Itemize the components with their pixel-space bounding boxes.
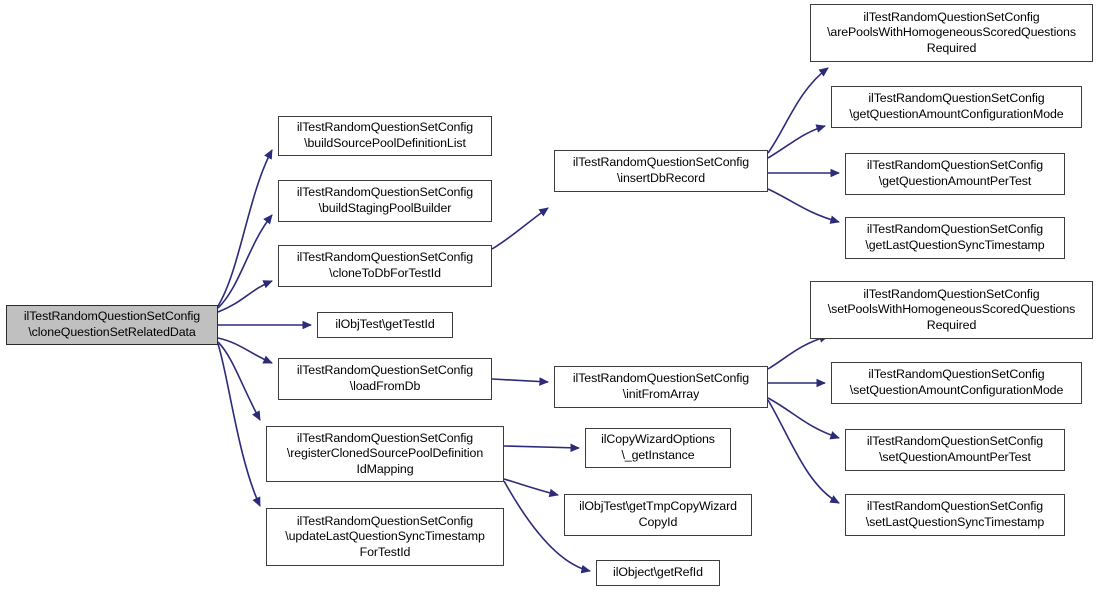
- edge-root-to-buildSourcePoolDefinitionList: [217, 149, 273, 307]
- node-label-insertDbRecord: ilTestRandomQuestionSetConfig \insertDbR…: [572, 155, 750, 185]
- node-registerClonedSourcePoolDefinitionIdMapping[interactable]: ilTestRandomQuestionSetConfig \registerC…: [266, 426, 504, 482]
- edge-root-to-registerClonedSourcePoolDefinitionIdMapping: [217, 341, 261, 421]
- edge-registerClonedSourcePoolDefinitionIdMapping-to-_getInstance: [503, 443, 580, 453]
- node-getQuestionAmountPerTest[interactable]: ilTestRandomQuestionSetConfig \getQuesti…: [845, 153, 1065, 195]
- edge-root-to-buildStagingPoolBuilder: [217, 214, 273, 309]
- edge-initFromArray-to-setPoolsWithHomogeneousScoredQuestionsRequired: [767, 334, 829, 370]
- edge-insertDbRecord-to-arePoolsWithHomogeneousScoredQuestionsRequired: [767, 67, 829, 154]
- node-label-getLastQuestionSyncTimestamp: ilTestRandomQuestionSetConfig \getLastQu…: [865, 222, 1045, 252]
- node-getQuestionAmountConfigurationMode[interactable]: ilTestRandomQuestionSetConfig \getQuesti…: [831, 86, 1082, 128]
- edge-initFromArray-to-setQuestionAmountPerTest: [767, 397, 840, 440]
- edge-cloneToDbForTestId-to-insertDbRecord: [491, 207, 549, 250]
- node-getTestId[interactable]: ilObjTest\getTestId: [317, 312, 453, 338]
- edge-insertDbRecord-to-getLastQuestionSyncTimestamp: [767, 188, 840, 224]
- node-label-initFromArray: ilTestRandomQuestionSetConfig \initFromA…: [572, 371, 750, 401]
- node-getRefId[interactable]: ilObject\getRefId: [596, 560, 720, 586]
- node-label-setLastQuestionSyncTimestamp: ilTestRandomQuestionSetConfig \setLastQu…: [865, 499, 1045, 529]
- edge-initFromArray-to-setLastQuestionSyncTimestamp: [767, 399, 840, 504]
- node-getTmpCopyWizardCopyId[interactable]: ilObjTest\getTmpCopyWizard CopyId: [564, 494, 752, 536]
- edge-loadFromDb-to-initFromArray: [491, 377, 549, 386]
- edge-insertDbRecord-to-getQuestionAmountConfigurationMode: [767, 124, 826, 159]
- node-updateLastQuestionSyncTimestampForTestId[interactable]: ilTestRandomQuestionSetConfig \updateLas…: [266, 508, 504, 566]
- node-cloneToDbForTestId[interactable]: ilTestRandomQuestionSetConfig \cloneToDb…: [278, 245, 492, 287]
- node-setQuestionAmountPerTest[interactable]: ilTestRandomQuestionSetConfig \setQuesti…: [845, 429, 1065, 471]
- node-label-getRefId: ilObject\getRefId: [613, 565, 703, 580]
- node-label-loadFromDb: ilTestRandomQuestionSetConfig \loadFromD…: [296, 363, 474, 393]
- node-label-setPoolsWithHomogeneousScoredQuestionsRequired: ilTestRandomQuestionSetConfig \setPoolsW…: [827, 286, 1076, 332]
- node-loadFromDb[interactable]: ilTestRandomQuestionSetConfig \loadFromD…: [278, 358, 492, 400]
- node-_getInstance[interactable]: ilCopyWizardOptions \_getInstance: [585, 428, 731, 468]
- node-buildStagingPoolBuilder[interactable]: ilTestRandomQuestionSetConfig \buildStag…: [278, 180, 492, 222]
- node-label-updateLastQuestionSyncTimestampForTestId: ilTestRandomQuestionSetConfig \updateLas…: [285, 513, 485, 559]
- node-buildSourcePoolDefinitionList[interactable]: ilTestRandomQuestionSetConfig \buildSour…: [278, 116, 492, 156]
- node-getLastQuestionSyncTimestamp[interactable]: ilTestRandomQuestionSetConfig \getLastQu…: [845, 217, 1065, 259]
- edge-root-to-loadFromDb: [217, 337, 273, 364]
- edge-root-to-cloneToDbForTestId: [217, 280, 273, 313]
- node-label-getTmpCopyWizardCopyId: ilObjTest\getTmpCopyWizard CopyId: [579, 499, 737, 529]
- edge-root-to-updateLastQuestionSyncTimestampForTestId: [217, 343, 261, 507]
- node-setQuestionAmountConfigurationMode[interactable]: ilTestRandomQuestionSetConfig \setQuesti…: [831, 362, 1082, 404]
- node-root[interactable]: ilTestRandomQuestionSetConfig \cloneQues…: [6, 305, 218, 345]
- node-label-getQuestionAmountConfigurationMode: ilTestRandomQuestionSetConfig \getQuesti…: [849, 91, 1064, 121]
- node-label-registerClonedSourcePoolDefinitionIdMapping: ilTestRandomQuestionSetConfig \registerC…: [286, 430, 484, 476]
- node-insertDbRecord[interactable]: ilTestRandomQuestionSetConfig \insertDbR…: [554, 150, 768, 192]
- node-label-getTestId: ilObjTest\getTestId: [335, 317, 435, 332]
- node-label-buildStagingPoolBuilder: ilTestRandomQuestionSetConfig \buildStag…: [296, 185, 474, 215]
- node-label-setQuestionAmountConfigurationMode: ilTestRandomQuestionSetConfig \setQuesti…: [849, 367, 1064, 397]
- node-setPoolsWithHomogeneousScoredQuestionsRequired[interactable]: ilTestRandomQuestionSetConfig \setPoolsW…: [810, 281, 1093, 339]
- node-label-buildSourcePoolDefinitionList: ilTestRandomQuestionSetConfig \buildSour…: [296, 120, 474, 150]
- node-initFromArray[interactable]: ilTestRandomQuestionSetConfig \initFromA…: [554, 366, 768, 408]
- node-label-getQuestionAmountPerTest: ilTestRandomQuestionSetConfig \getQuesti…: [866, 158, 1044, 188]
- node-label-setQuestionAmountPerTest: ilTestRandomQuestionSetConfig \setQuesti…: [866, 434, 1044, 464]
- node-label-arePoolsWithHomogeneousScoredQuestionsRequired: ilTestRandomQuestionSetConfig \arePoolsW…: [827, 9, 1076, 55]
- node-setLastQuestionSyncTimestamp[interactable]: ilTestRandomQuestionSetConfig \setLastQu…: [845, 494, 1065, 536]
- edge-registerClonedSourcePoolDefinitionIdMapping-to-getTmpCopyWizardCopyId: [503, 478, 559, 498]
- node-arePoolsWithHomogeneousScoredQuestionsRequired[interactable]: ilTestRandomQuestionSetConfig \arePoolsW…: [810, 4, 1093, 62]
- node-label-cloneToDbForTestId: ilTestRandomQuestionSetConfig \cloneToDb…: [296, 250, 474, 280]
- node-label-root: ilTestRandomQuestionSetConfig \cloneQues…: [23, 309, 201, 339]
- node-label-_getInstance: ilCopyWizardOptions \_getInstance: [601, 432, 715, 462]
